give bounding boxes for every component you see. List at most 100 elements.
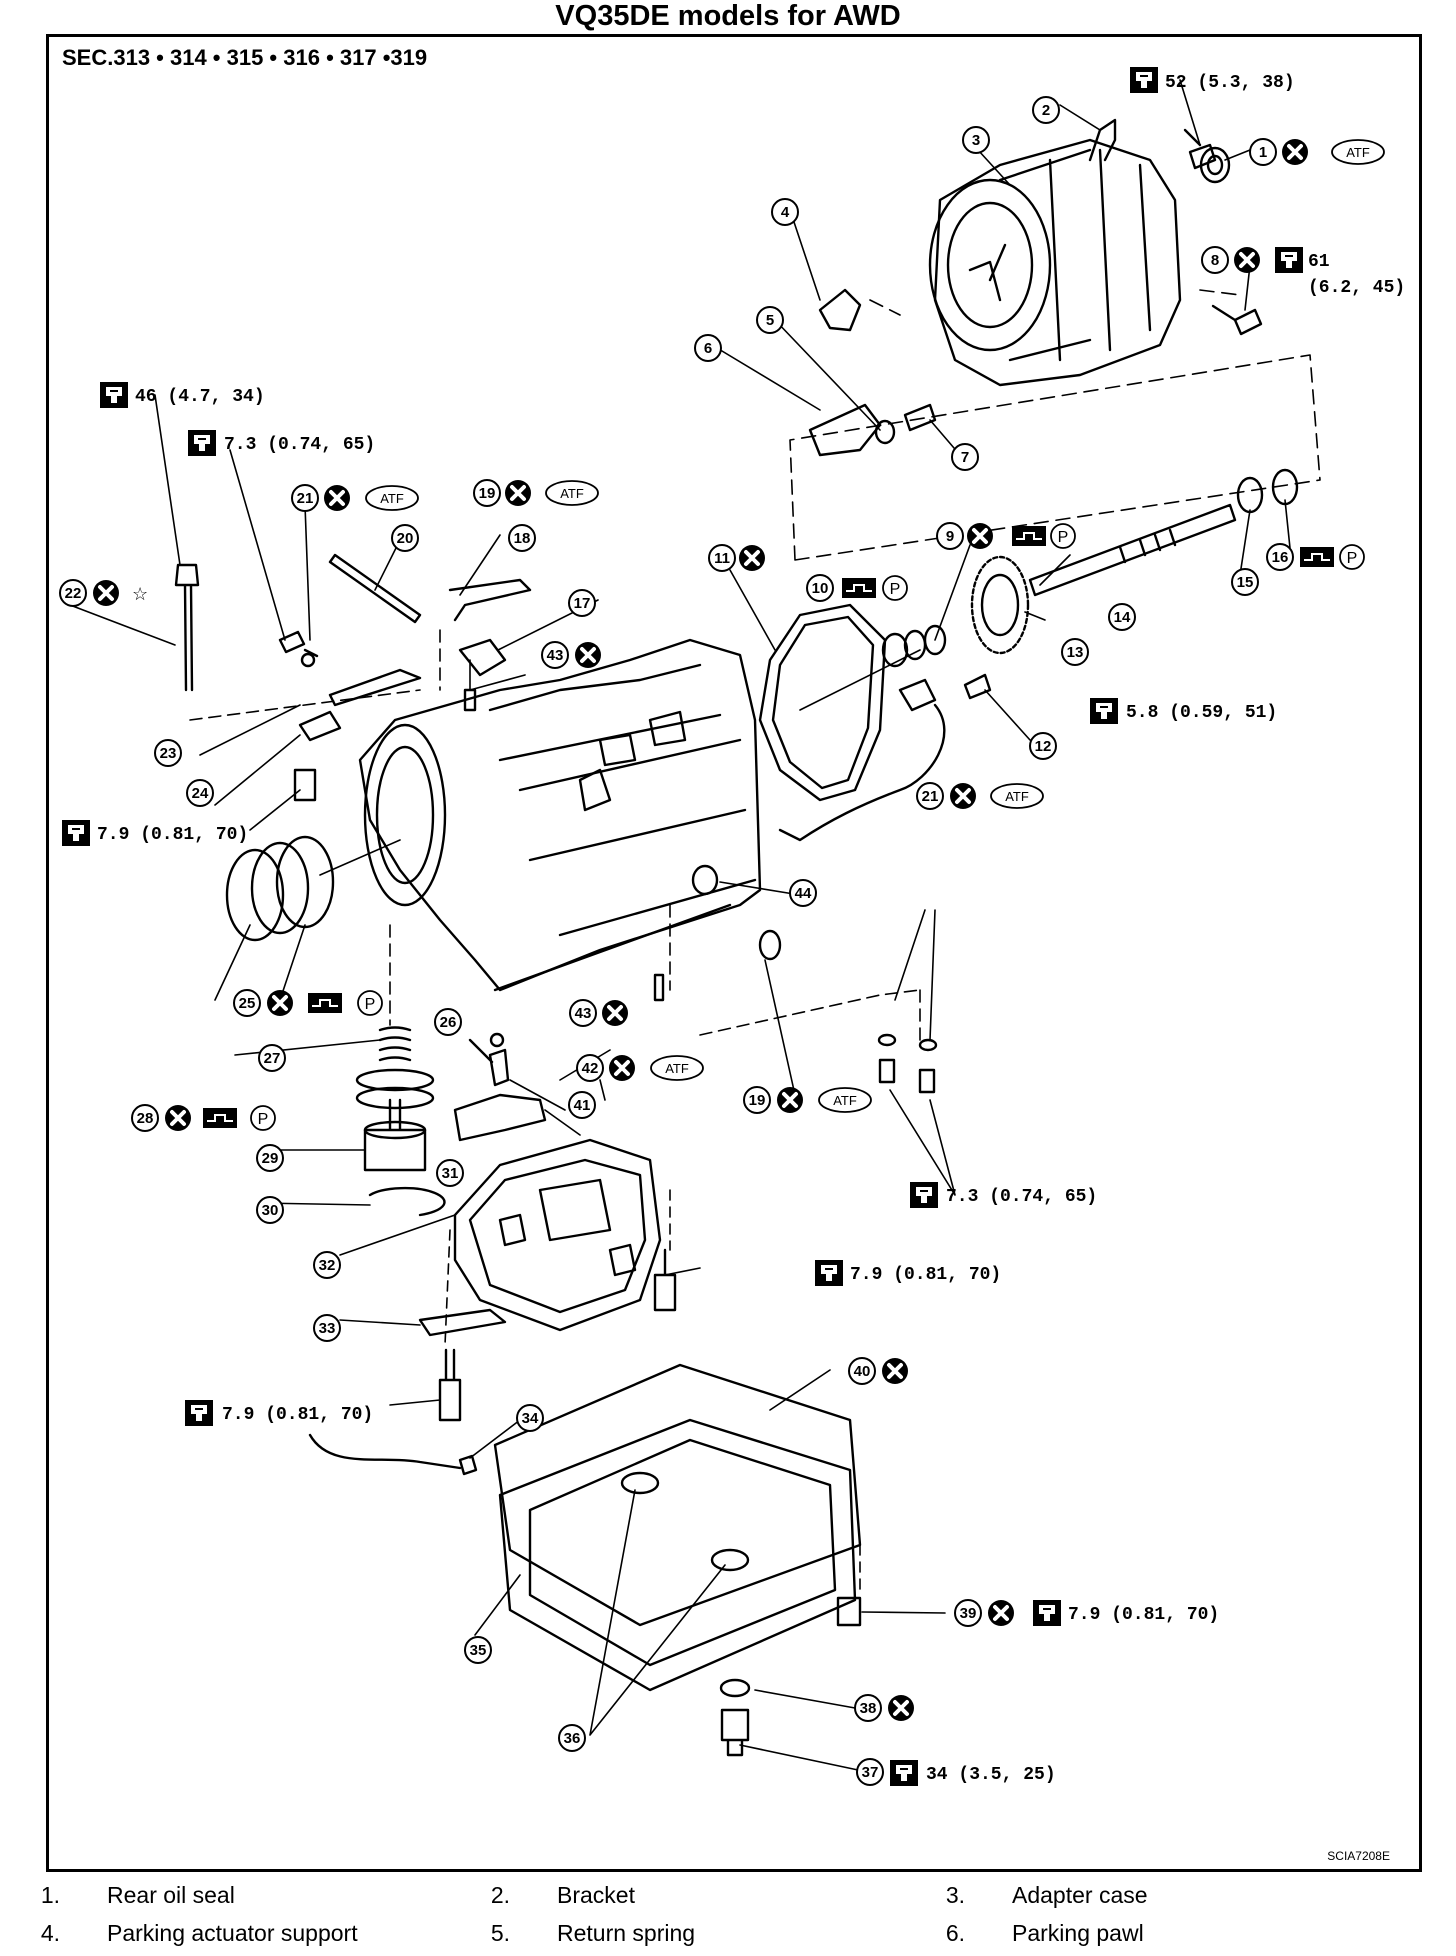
svg-text:38: 38	[860, 1700, 877, 1717]
svg-text:44: 44	[795, 885, 812, 902]
torque-icon	[909, 1181, 939, 1209]
svg-text:31: 31	[442, 1165, 459, 1182]
svg-text:25: 25	[239, 995, 256, 1012]
callout-7: 7	[951, 443, 979, 471]
svg-text:32: 32	[319, 1257, 336, 1274]
magnet-a	[620, 1471, 660, 1495]
atf-icon: ATF	[650, 1055, 704, 1081]
replace-icon	[265, 988, 295, 1018]
return-spring	[874, 419, 896, 445]
svg-text:P: P	[1058, 529, 1069, 546]
callout-36: 36	[558, 1724, 586, 1752]
replace-icon	[880, 1356, 910, 1386]
svg-text:4: 4	[781, 204, 790, 221]
callout-35: 35	[464, 1636, 492, 1664]
bolt-detent	[293, 768, 317, 802]
detent-spring	[298, 710, 342, 742]
legend-label: Return spring	[557, 1920, 696, 1946]
atf-icon: ATF	[545, 480, 599, 506]
callout-33: 33	[313, 1314, 341, 1342]
callout-39: 39	[954, 1599, 982, 1627]
svg-text:2: 2	[1042, 102, 1050, 119]
torque-spec-79-left: 7.9 (0.81, 70)	[97, 825, 248, 845]
replace-icon	[600, 998, 630, 1028]
callout-18: 18	[508, 524, 536, 552]
stud	[174, 563, 200, 692]
callout-30: 30	[256, 1196, 284, 1224]
svg-text:41: 41	[574, 1097, 591, 1114]
svg-text:14: 14	[1114, 609, 1131, 626]
torque-spec-61: 61	[1308, 252, 1330, 272]
callout-20: 20	[391, 524, 419, 552]
manual-plate	[458, 638, 507, 677]
replace-icon	[986, 1598, 1016, 1628]
svg-text:16: 16	[1272, 549, 1289, 566]
svg-text:23: 23	[160, 745, 177, 762]
o-ring-25b	[250, 841, 310, 935]
callout-31: 31	[436, 1159, 464, 1187]
oil-pan	[498, 1418, 857, 1692]
svg-text:21: 21	[922, 788, 939, 805]
callout-19-upper: 19	[473, 479, 501, 507]
petroleum-jelly-icon	[307, 992, 343, 1014]
svg-text:ATF: ATF	[1005, 789, 1029, 804]
callout-25: 25	[233, 989, 261, 1017]
parts-legend: 1. Rear oil seal 2. Bracket 3. Adapter c…	[0, 1878, 1456, 1956]
torque-spec-61-units: (6.2, 45)	[1308, 278, 1405, 298]
svg-text:29: 29	[262, 1150, 279, 1167]
diagram-frame	[46, 34, 1422, 1872]
pin-43-lower	[653, 973, 665, 1002]
callout-24: 24	[186, 779, 214, 807]
parking-actuator-support	[818, 288, 862, 332]
svg-text:37: 37	[862, 1764, 879, 1781]
callout-41: 41	[568, 1091, 596, 1119]
transmission-case	[358, 638, 762, 992]
page-title: VQ35DE models for AWD	[555, 0, 901, 32]
callout-21-right: 21	[916, 782, 944, 810]
temperature-sensor-harness	[308, 1433, 462, 1470]
replace-icon	[737, 543, 767, 573]
callout-43-lower: 43	[569, 999, 597, 1027]
svg-text:17: 17	[574, 595, 591, 612]
replace-icon	[1232, 245, 1262, 275]
section-numbers: SEC.313 • 314 • 315 • 316 • 317 •319	[62, 45, 427, 70]
torque-spec-58: 5.8 (0.59, 51)	[1126, 703, 1277, 723]
torque-spec-46: 46 (4.7, 34)	[135, 387, 265, 407]
callout-1: 1	[1249, 138, 1277, 166]
svg-text:ATF: ATF	[833, 1093, 857, 1108]
replace-icon	[607, 1053, 637, 1083]
callout-10: 10	[806, 574, 834, 602]
replace-icon	[948, 781, 978, 811]
terminal-bracket	[418, 1308, 507, 1337]
torque-spec-79-long-bolt: 7.9 (0.81, 70)	[222, 1405, 373, 1425]
seal-ring-10	[881, 632, 909, 668]
callout-29: 29	[256, 1144, 284, 1172]
legend-number: 3.	[945, 1882, 965, 1908]
replace-icon	[163, 1103, 193, 1133]
legend-label: Parking pawl	[1012, 1920, 1144, 1946]
seal-ring-15	[1236, 476, 1264, 514]
drain-plug-gasket	[719, 1678, 751, 1698]
sensor-assembly	[468, 1038, 510, 1087]
atf-icon: ATF	[365, 485, 419, 511]
bracket	[1088, 118, 1117, 162]
exploded-diagram: SEC.313 • 314 • 315 • 316 • 317 •319	[59, 45, 1405, 1863]
bolt-valve	[653, 1248, 677, 1312]
legend-label: Adapter case	[1012, 1882, 1148, 1908]
svg-text:36: 36	[564, 1730, 581, 1747]
valve-bracket	[453, 1093, 547, 1142]
o-ring-25c	[275, 835, 335, 929]
o-ring-28b	[355, 1086, 435, 1110]
torque-spec-34: 34 (3.5, 25)	[926, 1765, 1056, 1785]
svg-text:ATF: ATF	[560, 486, 584, 501]
torque-spec-73-upper: 7.3 (0.74, 65)	[224, 435, 375, 455]
torque-icon	[1089, 697, 1119, 725]
gasket	[758, 603, 887, 802]
replace-icon	[775, 1085, 805, 1115]
petroleum-jelly-icon	[202, 1107, 238, 1129]
p-icon: P	[1050, 523, 1076, 549]
replace-icon	[573, 640, 603, 670]
p-icon: P	[1339, 544, 1365, 570]
callout-15: 15	[1231, 568, 1259, 596]
drain-plug	[720, 1708, 750, 1757]
